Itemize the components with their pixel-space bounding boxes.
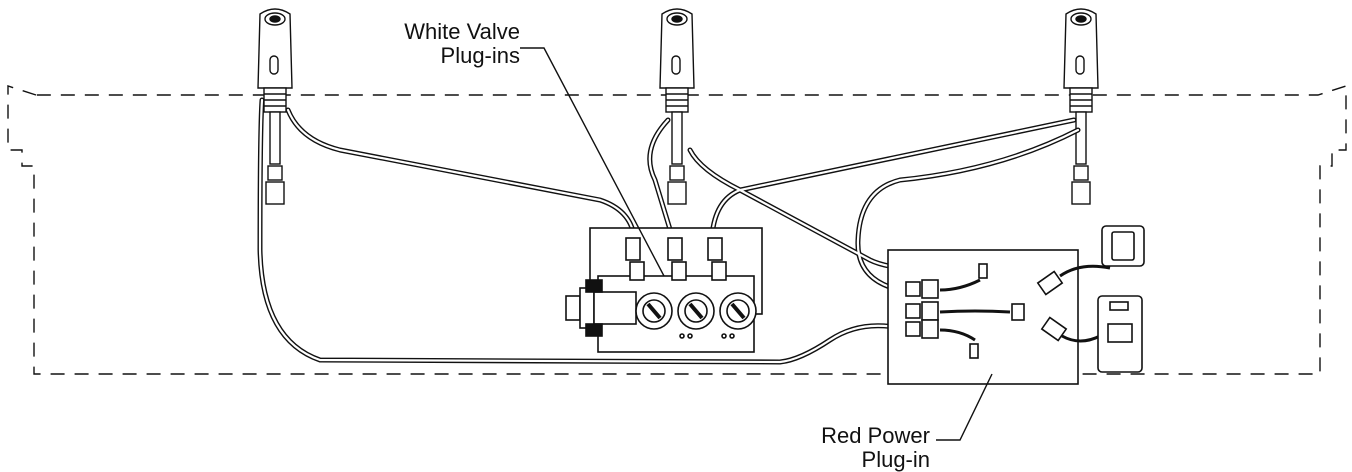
- power-adapter: [1101, 225, 1145, 267]
- red-power-label-line2: Plug-in: [861, 447, 930, 472]
- red-power-label-line1: Red Power: [821, 423, 930, 448]
- valve-box: [565, 227, 763, 353]
- faucet-right: [1063, 8, 1099, 205]
- white-valve-label-line2: Plug-ins: [440, 43, 520, 68]
- red-power-plug-in-label: Red Power Plug-in: [740, 424, 930, 472]
- white-valve-plug-ins-label: White Valve Plug-ins: [330, 20, 520, 68]
- battery-pack: [1097, 295, 1143, 373]
- power-box: [887, 249, 1111, 385]
- counter-outline: [7, 85, 1347, 375]
- white-valve-label-line1: White Valve: [404, 19, 520, 44]
- faucet-center: [659, 8, 695, 205]
- faucet-left: [257, 8, 293, 205]
- leader-lines: [520, 47, 993, 441]
